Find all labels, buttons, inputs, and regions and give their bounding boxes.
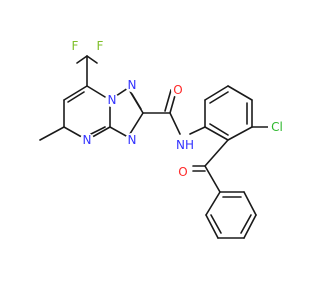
bond-ar2 (204, 85, 229, 101)
bond-n3-c3a (109, 126, 129, 138)
bond-ar-inner1 (209, 91, 229, 104)
bond-ph4 (243, 214, 257, 239)
bond-carbonyl-o-double (164, 89, 172, 112)
bond-ph2 (205, 214, 219, 239)
bond-ar-inner3 (209, 123, 229, 136)
bond-ph5 (243, 191, 257, 216)
atom-fluorine-1: F (72, 39, 79, 53)
bond-c6-c7 (63, 85, 88, 101)
atom-chlorine: Cl (271, 120, 283, 134)
atom-fluorine-2: F (97, 39, 104, 53)
bond-ph-inner2 (240, 214, 252, 234)
bond-n2-c2-inner (131, 93, 142, 110)
bond-ar3 (227, 85, 253, 101)
bond-carbonyl-n (169, 112, 181, 135)
bond-ph1 (205, 191, 221, 216)
bond-c2-n3 (127, 112, 144, 138)
atom-labels: F F N N N N O NH Cl O (68, 39, 286, 179)
atom-nitrogen-bridge: N (108, 93, 117, 107)
atom-oxygen-ketone: O (178, 165, 187, 179)
bond-layer (39, 55, 269, 239)
molecule-structure: F F N N N N O NH Cl O (39, 39, 286, 239)
bond-ph-inner1 (210, 214, 222, 234)
bond-ar-ketone (204, 139, 229, 167)
bond-n-aryl (189, 126, 206, 135)
atom-nitrogen-triazole-top: N (128, 78, 137, 92)
bond-methyl (39, 126, 65, 141)
bond-ar5 (227, 126, 253, 141)
atom-oxygen-amide: O (173, 83, 182, 97)
molecule-canvas: F F N N N N O NH Cl O (39, 39, 286, 239)
atom-nitrogen-pyrimidine: N (83, 133, 92, 147)
bond-f2-c (86, 55, 98, 64)
bond-ar6 (204, 126, 229, 141)
bond-ketone-phenyl (204, 165, 221, 193)
bond-c6-c7-inner (67, 91, 85, 103)
bond-f1-c (76, 55, 88, 64)
atom-nitrogen-triazole-bottom: N (128, 133, 137, 147)
atom-nh-amide: NH (176, 138, 194, 152)
